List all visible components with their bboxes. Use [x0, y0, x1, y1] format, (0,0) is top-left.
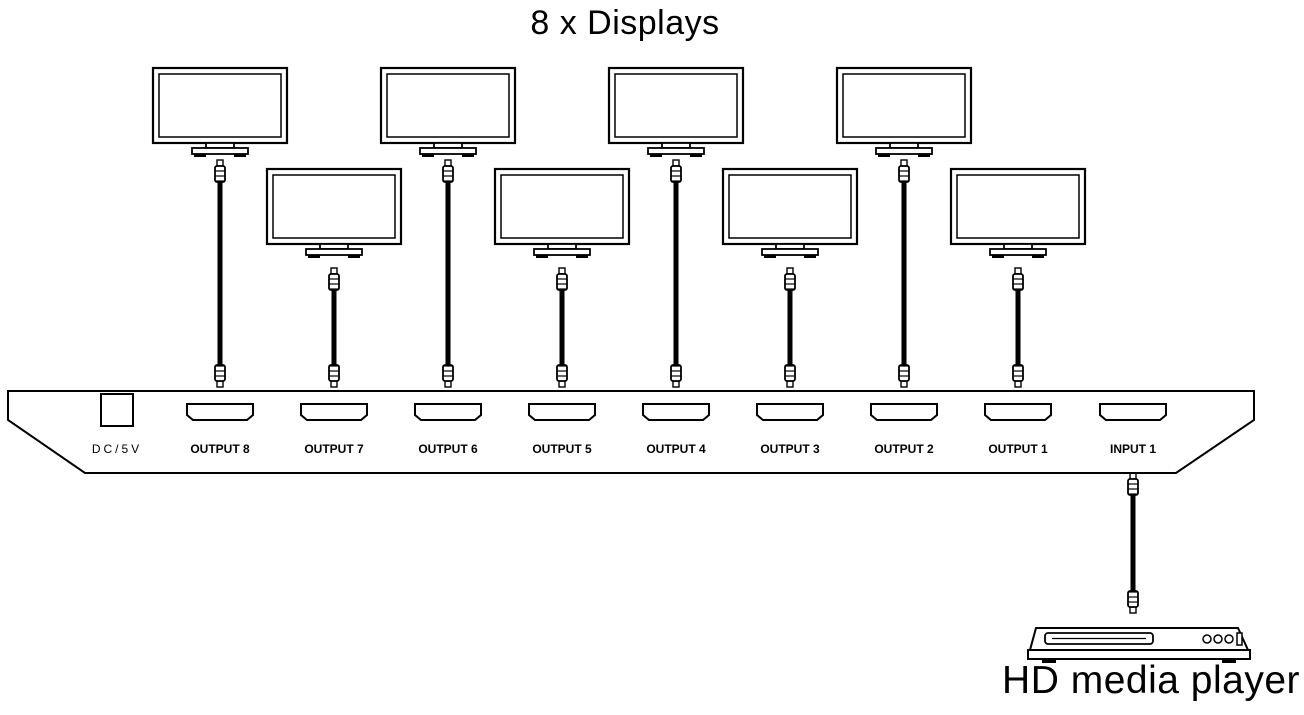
hdmi-port — [756, 403, 824, 421]
display-monitor — [151, 66, 289, 157]
hdmi-cable — [214, 159, 226, 388]
hdmi-port — [300, 403, 368, 421]
port-label: INPUT 1 — [1109, 442, 1156, 456]
port-label: OUTPUT 7 — [304, 442, 364, 456]
displays-group — [151, 66, 1087, 258]
display-monitor — [949, 167, 1087, 258]
port-label: OUTPUT 1 — [988, 442, 1048, 456]
display-monitor — [265, 167, 403, 258]
display-monitor — [721, 167, 859, 258]
hdmi-port — [642, 403, 710, 421]
display-monitor — [379, 66, 517, 157]
port-label: OUTPUT 4 — [646, 442, 706, 456]
display-monitor — [493, 167, 631, 258]
dc-power-jack — [100, 393, 134, 427]
hdmi-port — [414, 403, 482, 421]
hdmi-cable — [1012, 267, 1024, 388]
port-label: OUTPUT 2 — [874, 442, 934, 456]
hdmi-ports-group — [186, 403, 1167, 421]
hdmi-cable — [784, 267, 796, 388]
display-monitor — [835, 66, 973, 157]
dc-power-label: DC/5V — [91, 442, 143, 456]
port-label: OUTPUT 5 — [532, 442, 592, 456]
diagram-title: 8 x Displays — [530, 4, 720, 42]
media-player-label: HD media player — [1002, 659, 1300, 702]
hdmi-cable — [1127, 472, 1139, 614]
hdmi-port — [186, 403, 254, 421]
port-label: OUTPUT 8 — [190, 442, 250, 456]
hdmi-port — [1099, 403, 1167, 421]
media-player — [1027, 627, 1251, 663]
hdmi-cable — [442, 159, 454, 388]
hdmi-port — [984, 403, 1052, 421]
hdmi-cable — [556, 267, 568, 388]
hdmi-port — [870, 403, 938, 421]
cables-group — [214, 159, 1139, 614]
display-monitor — [607, 66, 745, 157]
hdmi-port — [528, 403, 596, 421]
port-label: OUTPUT 3 — [760, 442, 820, 456]
hdmi-cable — [670, 159, 682, 388]
hdmi-cable — [898, 159, 910, 388]
port-label: OUTPUT 6 — [418, 442, 478, 456]
hdmi-cable — [328, 267, 340, 388]
